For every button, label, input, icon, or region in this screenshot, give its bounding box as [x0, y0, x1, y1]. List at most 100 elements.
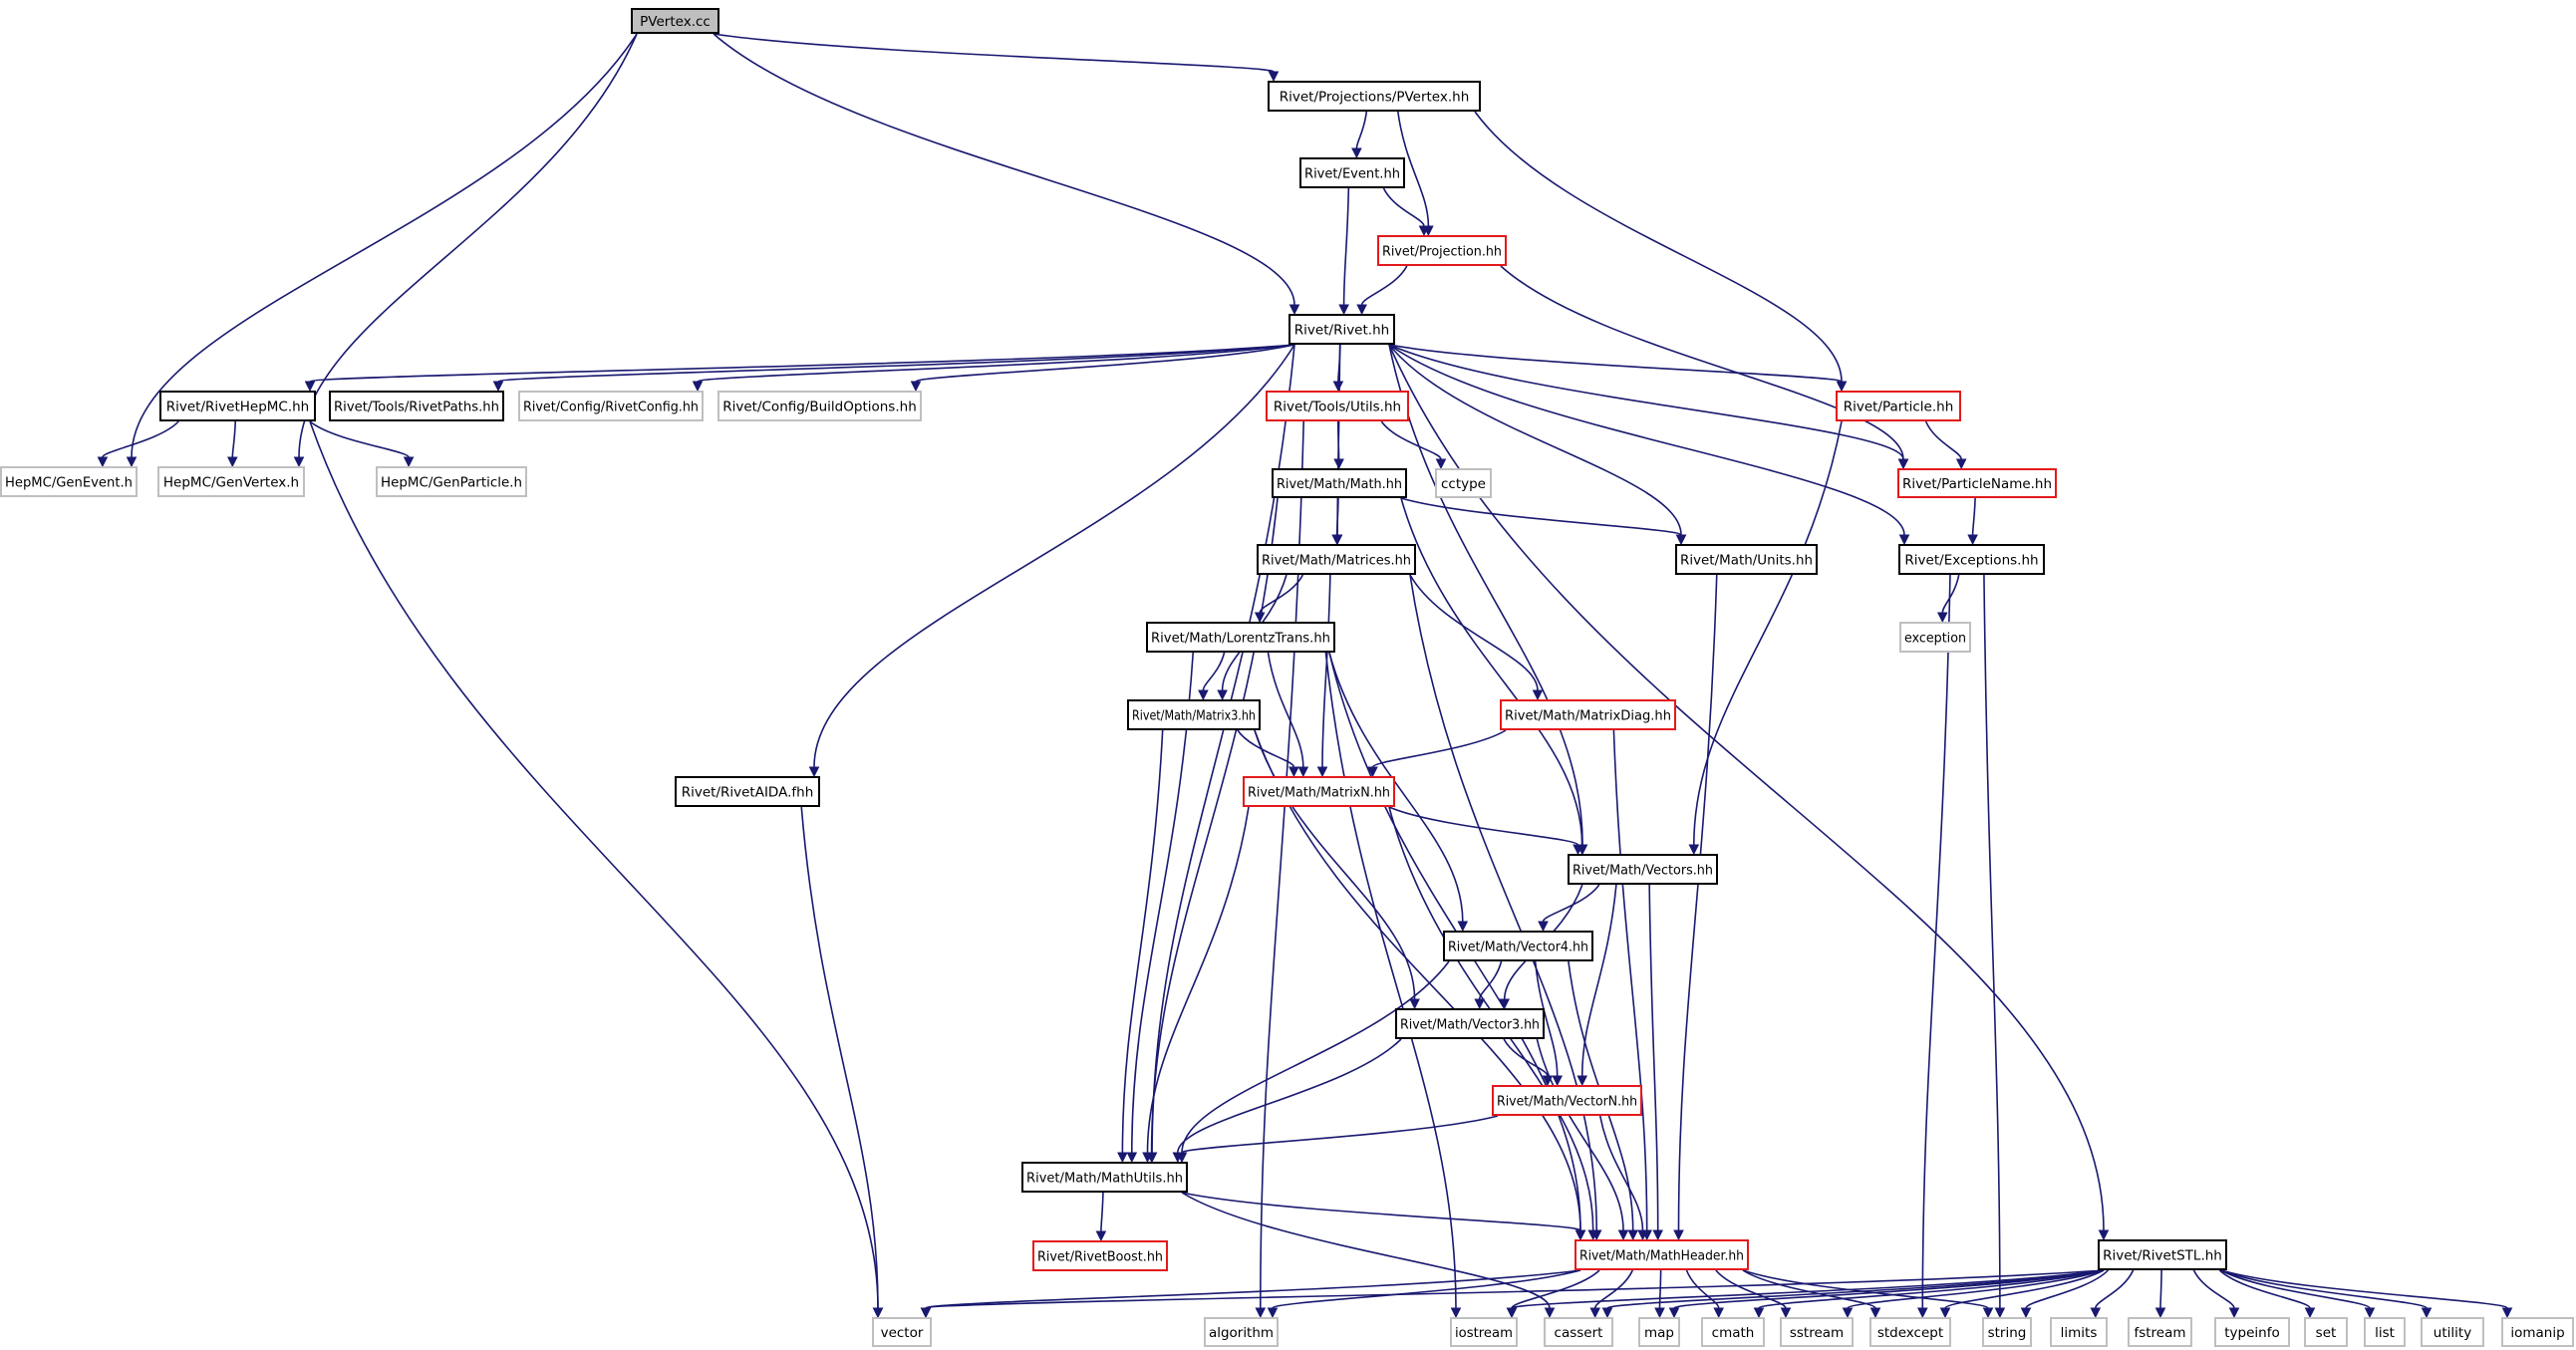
node-box [1243, 776, 1395, 807]
arrowhead [2501, 1307, 2513, 1319]
node-box [1869, 1317, 1951, 1347]
arrowhead [1316, 766, 1328, 778]
edge-particlename-to-exceptions [1967, 497, 1978, 546]
node-label: Rivet/Config/RivetConfig.hh [523, 400, 699, 415]
arrowhead [1254, 612, 1266, 624]
arrowhead [1617, 1229, 1629, 1241]
arrowhead [1688, 844, 1700, 856]
arrowhead [1418, 225, 1430, 237]
arrowhead [1982, 1307, 1994, 1319]
node-rivetstl[interactable]: Rivet/RivetSTL.hh [2098, 1239, 2227, 1270]
node-rivet[interactable]: Rivet/Rivet.hh [1288, 314, 1395, 345]
node-box [1204, 1317, 1279, 1347]
edge-line [131, 33, 638, 458]
edge-vector4-to-mathutils [1176, 960, 1450, 1164]
node-matrixdiag[interactable]: Rivet/Math/MatrixDiag.hh [1500, 699, 1676, 730]
node-pvertex-cc[interactable]: PVertex.cc [631, 8, 719, 34]
edge-matrix3-to-mathutils [1117, 729, 1164, 1164]
node-units[interactable]: Rivet/Math/Units.hh [1675, 544, 1818, 575]
node-box [675, 776, 820, 807]
node-vector4[interactable]: Rivet/Math/Vector4.hh [1443, 931, 1593, 961]
edge-line [309, 420, 879, 1309]
arrowhead [692, 381, 704, 393]
node-rivethepmc[interactable]: Rivet/RivetHepMC.hh [159, 391, 316, 421]
node-mathhh[interactable]: Rivet/Math/Math.hh [1272, 468, 1407, 498]
arrowhead [1297, 766, 1309, 778]
node-matrix3[interactable]: Rivet/Math/Matrix3.hh [1127, 699, 1261, 730]
node-typeinfo: typeinfo [2214, 1317, 2290, 1347]
arrowhead [1552, 1075, 1564, 1087]
node-lorentz[interactable]: Rivet/Math/LorentzTrans.hh [1146, 622, 1335, 653]
node-layer: PVertex.ccRivet/Projections/PVertex.hhRi… [0, 8, 2574, 1347]
node-box [1982, 1317, 2032, 1347]
edge-line [925, 1269, 1581, 1309]
node-exceptions[interactable]: Rivet/Exceptions.hh [1898, 544, 2045, 575]
edge-matrixn-to-vectors [1388, 806, 1583, 856]
node-box [631, 8, 719, 34]
node-box [1836, 391, 1961, 421]
edge-rivetstl-to-map [1668, 1269, 2105, 1319]
edge-mathhh-to-units [1400, 497, 1687, 546]
node-buildoptions: Rivet/Config/BuildOptions.hh [717, 391, 922, 421]
node-box [1544, 1317, 1613, 1347]
edge-matrices-to-matrixdiag [1409, 574, 1544, 701]
node-proj-pvertex[interactable]: Rivet/Projections/PVertex.hh [1268, 81, 1481, 112]
node-vectors[interactable]: Rivet/Math/Vectors.hh [1568, 854, 1718, 885]
arrowhead [1331, 534, 1342, 546]
node-particlename[interactable]: Rivet/ParticleName.hh [1897, 468, 2057, 498]
edge-line [1685, 1269, 1720, 1309]
node-event[interactable]: Rivet/Event.hh [1299, 157, 1405, 188]
node-utils[interactable]: Rivet/Tools/Utils.hh [1266, 391, 1409, 421]
node-projection[interactable]: Rivet/Projection.hh [1377, 235, 1507, 266]
node-rivetaida[interactable]: Rivet/RivetAIDA.fhh [675, 776, 820, 807]
node-limits: limits [2050, 1317, 2108, 1347]
node-box [2098, 1239, 2227, 1270]
edge-line [1542, 884, 1600, 923]
node-box [1568, 854, 1718, 885]
node-box [518, 391, 704, 421]
edge-utils-to-cctype [1380, 420, 1447, 470]
node-rivetconfig: Rivet/Config/RivetConfig.hh [518, 391, 704, 421]
node-matrixn[interactable]: Rivet/Math/MatrixN.hh [1243, 776, 1395, 807]
node-vector: vector [872, 1317, 932, 1347]
node-label: stdexcept [1877, 1325, 1943, 1341]
node-label: typeinfo [2224, 1325, 2279, 1341]
node-mathutils[interactable]: Rivet/Math/MathUtils.hh [1021, 1162, 1188, 1193]
node-label: utility [2433, 1325, 2471, 1341]
arrowhead [1176, 1152, 1188, 1164]
node-label: vector [881, 1325, 924, 1341]
edge-matrix3-to-vector3 [1254, 729, 1420, 1010]
node-particle[interactable]: Rivet/Particle.hh [1836, 391, 1961, 421]
node-box [159, 391, 316, 421]
edge-vectors-to-vectorn [1576, 884, 1617, 1087]
edge-line [1606, 1269, 2105, 1309]
edge-line [1146, 806, 1250, 1154]
node-rivetboost[interactable]: Rivet/RivetBoost.hh [1032, 1240, 1168, 1271]
edge-line [1342, 187, 1350, 306]
arrowhead [1939, 1307, 1951, 1319]
edge-exceptions-to-string [1983, 574, 2006, 1319]
node-rivetpaths[interactable]: Rivet/Tools/RivetPaths.hh [329, 391, 504, 421]
arrowhead [1126, 1152, 1138, 1164]
arrowhead [1637, 1229, 1648, 1241]
arrowhead [1576, 1075, 1588, 1087]
edge-mathheader-to-cmath [1685, 1269, 1725, 1319]
node-mathheader[interactable]: Rivet/Math/MathHeader.hh [1574, 1239, 1749, 1270]
node-genparticle: HepMC/GenParticle.h [376, 466, 527, 497]
node-vector3[interactable]: Rivet/Math/Vector3.hh [1395, 1008, 1545, 1039]
edge-line [1388, 344, 1583, 846]
arrowhead [1869, 1307, 1881, 1319]
node-box [329, 391, 504, 421]
node-vectorn[interactable]: Rivet/Math/VectorN.hh [1492, 1085, 1642, 1116]
node-box [0, 466, 138, 497]
edge-line [1380, 420, 1442, 460]
node-matrices[interactable]: Rivet/Math/Matrices.hh [1257, 544, 1416, 575]
edge-rivet-to-exceptions [1388, 344, 1910, 546]
edge-rivet-to-buildoptions [910, 344, 1295, 393]
edge-line [1648, 884, 1659, 1231]
edge-layer [97, 33, 2513, 1319]
node-label: Rivet/Math/Matrices.hh [1262, 553, 1411, 569]
node-box [2214, 1317, 2290, 1347]
node-algorithm: algorithm [1204, 1317, 1279, 1347]
edge-rivetstl-to-fstream [2154, 1269, 2166, 1319]
